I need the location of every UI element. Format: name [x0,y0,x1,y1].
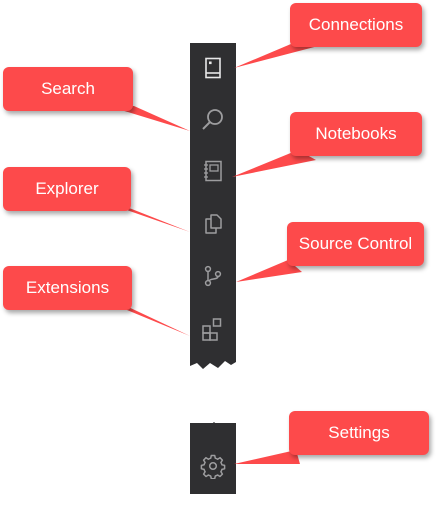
gear-icon [200,454,226,479]
source-control-icon [204,265,222,287]
activity-bar-top [190,43,236,361]
activity-source-control-button[interactable] [190,256,236,296]
connections-callout-label: Connections [308,15,404,34]
explorer-callout: Explorer [3,167,131,211]
activity-extensions-button[interactable] [190,309,236,349]
connections-callout: Connections [290,3,422,47]
torn-edge-top [190,355,236,369]
source-control-callout: Source Control [287,222,424,266]
extensions-callout-label: Extensions [25,278,110,297]
notebooks-callout: Notebooks [290,112,422,156]
notebooks-callout-label: Notebooks [315,124,397,143]
source-control-callout-label: Source Control [298,234,413,253]
activity-explorer-button[interactable] [190,204,236,244]
torn-edge-bottom [190,422,236,436]
activity-connections-button[interactable] [190,48,236,88]
explorer-callout-label: Explorer [35,179,99,198]
activity-notebooks-button[interactable] [190,151,236,191]
settings-callout: Settings [289,411,429,455]
activity-search-button[interactable] [190,99,236,139]
extensions-callout: Extensions [3,266,132,310]
search-callout: Search [3,67,133,111]
files-icon [205,214,222,234]
search-callout-label: Search [41,79,95,98]
search-icon [202,109,223,130]
activity-settings-button[interactable] [190,446,236,486]
server-icon [205,57,221,79]
notebook-icon [204,160,222,182]
settings-callout-label: Settings [328,423,390,442]
extensions-icon [202,318,222,341]
